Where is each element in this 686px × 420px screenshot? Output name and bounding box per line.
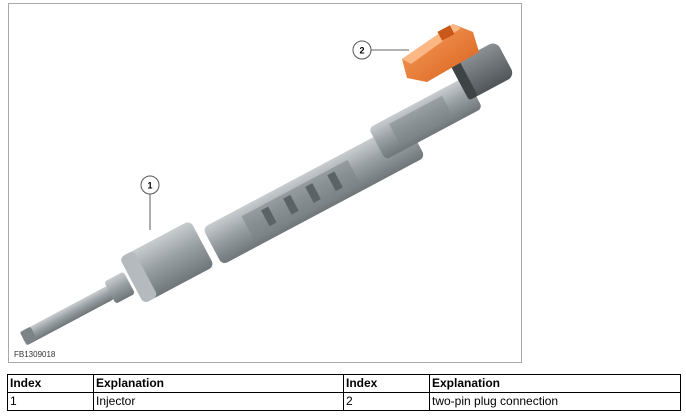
header-explanation-1: Explanation — [93, 374, 344, 393]
callout-2-number: 2 — [359, 46, 364, 56]
callout-1: 1 — [140, 175, 160, 230]
callout-2: 2 — [352, 40, 409, 60]
index-cell: 1 — [7, 392, 94, 411]
nozzle-tip — [20, 272, 135, 345]
header-index-1: Index — [7, 374, 94, 393]
legend-table: Index Explanation Index Explanation 1 In… — [7, 374, 681, 411]
injector-body — [204, 122, 424, 263]
header-explanation-2: Explanation — [429, 374, 681, 393]
header-index-2: Index — [343, 374, 430, 393]
explanation-cell: two-pin plug connection — [429, 392, 681, 411]
figure-frame: 1 2 FB1309018 — [8, 3, 522, 363]
legend-header-row: Index Explanation Index Explanation — [7, 374, 681, 393]
figure-id-label: FB1309018 — [14, 350, 56, 359]
index-cell: 2 — [343, 392, 430, 411]
injector-illustration: 1 2 — [20, 24, 513, 345]
injector-sleeve — [121, 222, 213, 302]
callout-1-number: 1 — [147, 181, 152, 191]
table-row: 1 Injector 2 two-pin plug connection — [7, 392, 681, 411]
plug-connection — [402, 24, 479, 82]
explanation-cell: Injector — [93, 392, 344, 411]
injector-head — [370, 78, 481, 159]
